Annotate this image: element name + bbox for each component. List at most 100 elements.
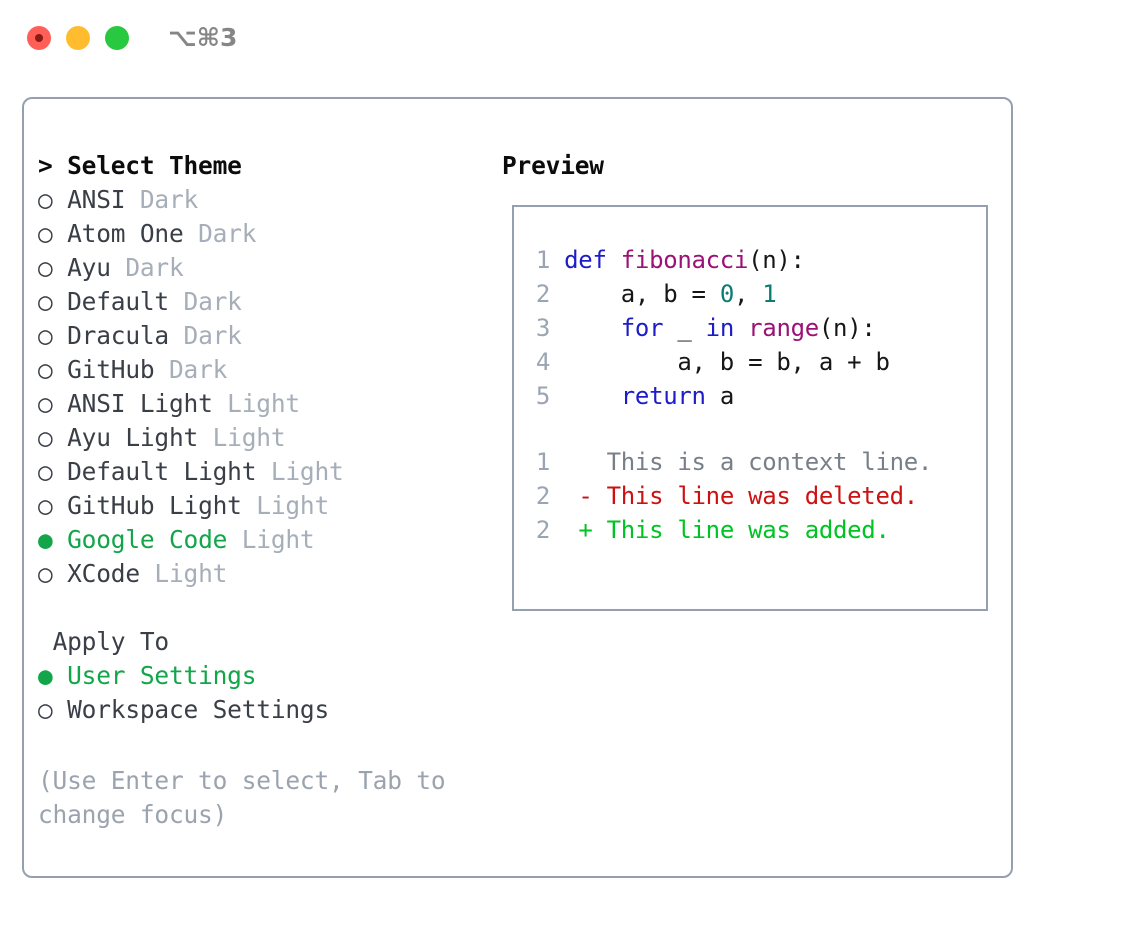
minimize-window-button[interactable] [66,26,90,50]
app-window-frame: > Select Theme ○ ANSI Dark○ Atom One Dar… [22,97,1013,878]
theme-option-kind: Light [256,491,330,520]
code-token-txt: a, b = b, a + b [564,348,890,376]
code-token-kw: return [620,382,706,410]
diff-line-add: 2 + This line was added. [528,513,978,547]
theme-option-label: Atom One [52,219,199,248]
theme-option-default[interactable]: ○ Default Dark [38,285,488,319]
theme-option-label: ANSI [52,185,140,214]
theme-option-google-code[interactable]: ● Google Code Light [38,523,488,557]
theme-option-ayu-light[interactable]: ○ Ayu Light Light [38,421,488,455]
theme-option-kind: Light [227,389,300,418]
theme-option-dracula[interactable]: ○ Dracula Dark [38,319,488,353]
radio-unselected-icon: ○ [38,185,53,214]
theme-option-label: GitHub [52,355,169,384]
theme-option-kind: Dark [168,355,228,384]
theme-option-ansi[interactable]: ○ ANSI Dark [38,183,488,217]
radio-unselected-icon: ○ [38,321,53,350]
radio-unselected-icon: ○ [38,253,53,282]
code-line-number: 5 [535,382,550,410]
diff-marker: + [578,516,607,544]
code-token-txt [734,314,748,342]
theme-option-label: Default Light [52,457,271,486]
theme-option-default-light[interactable]: ○ Default Light Light [38,455,488,489]
code-token-txt: a, b = [564,280,720,308]
help-text-line-1: (Use Enter to select, Tab to [38,766,446,795]
code-line: 5 return a [528,379,978,413]
window-shortcut-label: ⌥⌘3 [168,23,238,52]
diff-gap [528,413,978,445]
code-line-number: 1 [535,246,550,274]
theme-list: ○ ANSI Dark○ Atom One Dark○ Ayu Dark○ De… [38,183,488,591]
apply-to-heading-label: Apply To [52,627,170,656]
radio-unselected-icon: ○ [38,287,53,316]
radio-unselected-icon: ○ [38,219,53,248]
code-line: 2 a, b = 0, 1 [528,277,978,311]
diff-text: This line was added. [606,516,890,544]
code-line-number: 4 [535,348,550,376]
code-token-txt [564,314,621,342]
apply-to-heading: ○Apply To [38,625,488,659]
theme-option-kind: Light [154,559,228,588]
radio-unselected-icon: ○ [38,355,53,384]
zoom-window-button[interactable] [105,26,129,50]
apply-to-option-label: Workspace Settings [52,695,330,724]
code-token-fn: range [748,314,819,342]
theme-option-kind: Light [270,457,344,486]
code-token-num: 1 [762,280,777,308]
code-token-fn: fibonacci [620,246,749,274]
apply-to-option-label: User Settings [52,661,257,690]
diff-marker: - [578,482,607,510]
diff-line-del: 2 - This line was deleted. [528,479,978,513]
code-line: 1 def fibonacci(n): [528,243,978,277]
theme-option-label: Ayu [52,253,126,282]
radio-unselected-icon: ○ [38,695,53,724]
radio-unselected-icon: ○ [38,457,53,486]
theme-option-github-light[interactable]: ○ GitHub Light Light [38,489,488,523]
theme-option-kind: Light [241,525,315,554]
radio-selected-icon: ● [38,661,53,690]
diff-marker [578,448,606,476]
traffic-light-group [27,26,129,50]
code-token-num: 0 [719,280,734,308]
code-token-txt: (n): [818,314,876,342]
theme-option-label: Ayu Light [52,423,213,452]
radio-selected-icon: ● [38,525,53,554]
diff-line-number: 2 [535,482,550,510]
close-window-button[interactable] [27,26,51,50]
radio-unselected-icon: ○ [38,423,53,452]
help-text: (Use Enter to select, Tab to change focu… [38,764,468,832]
diff-line-ctx: 1 This is a context line. [528,445,978,479]
code-token-txt: (n): [748,246,805,274]
preview-heading: Preview [502,151,604,180]
code-token-txt: a [705,382,734,410]
diff-line-number: 1 [535,448,550,476]
radio-unselected-icon: ○ [38,559,53,588]
code-token-txt: _ [663,314,706,342]
theme-option-kind: Dark [183,321,242,350]
apply-to-list: ● User Settings○ Workspace Settings [38,659,488,727]
theme-option-atom-one[interactable]: ○ Atom One Dark [38,217,488,251]
window-titlebar: ⌥⌘3 [0,0,1140,78]
theme-option-kind: Dark [198,219,257,248]
theme-option-ansi-light[interactable]: ○ ANSI Light Light [38,387,488,421]
theme-option-label: Google Code [52,525,242,554]
code-token-kw: in [705,314,735,342]
theme-option-label: ANSI Light [52,389,228,418]
code-line: 3 for _ in range(n): [528,311,978,345]
diff-text: This line was deleted. [606,482,919,510]
code-line-number: 2 [535,280,550,308]
theme-option-ayu[interactable]: ○ Ayu Dark [38,251,488,285]
code-token-kw: def [564,246,621,274]
code-token-kw: for [620,314,664,342]
theme-panel-heading: > Select Theme [38,151,242,180]
apply-to-option-user-settings[interactable]: ● User Settings [38,659,488,693]
theme-option-xcode[interactable]: ○ XCode Light [38,557,488,591]
code-token-txt [564,382,621,410]
theme-option-github[interactable]: ○ GitHub Dark [38,353,488,387]
radio-unselected-icon: ○ [38,389,53,418]
theme-option-label: Dracula [52,321,184,350]
apply-to-option-workspace-settings[interactable]: ○ Workspace Settings [38,693,488,727]
